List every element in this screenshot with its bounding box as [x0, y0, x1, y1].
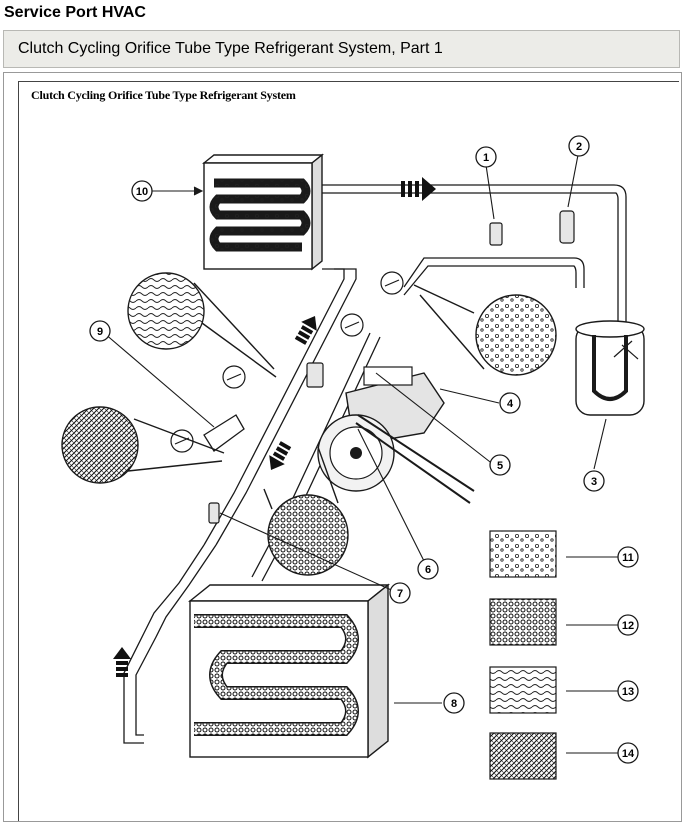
callout-6: 6 — [425, 564, 431, 576]
callout-5: 5 — [497, 460, 503, 472]
callouts — [89, 135, 639, 764]
callout-10: 10 — [136, 186, 148, 198]
legend-swatch-liquid — [489, 666, 557, 714]
callout-14: 14 — [622, 748, 635, 760]
callout-3: 3 — [591, 476, 597, 488]
callout-12: 12 — [622, 620, 634, 632]
legend-swatch-dense-liquid — [489, 732, 557, 780]
callout-labels: 10 1 2 3 4 5 6 7 8 9 11 12 13 14 — [97, 141, 635, 760]
compressor — [317, 366, 475, 504]
callout-11: 11 — [622, 552, 634, 564]
section-header: Clutch Cycling Orifice Tube Type Refrige… — [3, 30, 680, 68]
accumulator — [575, 320, 645, 416]
legend-swatch-mixed — [489, 598, 557, 646]
figure-inner: Clutch Cycling Orifice Tube Type Refrige… — [18, 81, 679, 821]
arrow-icon — [113, 177, 436, 677]
refrigerant-system-diagram: 10 1 2 3 4 5 6 7 8 9 11 12 13 14 — [61, 135, 645, 780]
legend-swatch-vapor — [489, 530, 557, 578]
figure-frame: Clutch Cycling Orifice Tube Type Refrige… — [3, 72, 682, 822]
service-valve-icon — [489, 222, 503, 246]
figure-caption: Clutch Cycling Orifice Tube Type Refrige… — [31, 88, 296, 102]
callout-1: 1 — [483, 152, 489, 164]
page-title: Service Port HVAC — [4, 4, 146, 21]
magnified-views — [61, 272, 557, 576]
service-valve-icon — [208, 502, 220, 524]
leader-lines — [103, 154, 618, 754]
callout-2: 2 — [576, 141, 582, 153]
callout-4: 4 — [507, 398, 514, 410]
callout-7: 7 — [397, 588, 403, 600]
pressure-switch-icon — [559, 210, 575, 244]
callout-13: 13 — [622, 686, 634, 698]
evaporator — [188, 583, 390, 759]
orifice-tube — [203, 414, 245, 452]
callout-8: 8 — [451, 698, 457, 710]
service-valve-icon — [306, 362, 324, 388]
condenser — [202, 153, 324, 271]
callout-9: 9 — [97, 326, 103, 338]
